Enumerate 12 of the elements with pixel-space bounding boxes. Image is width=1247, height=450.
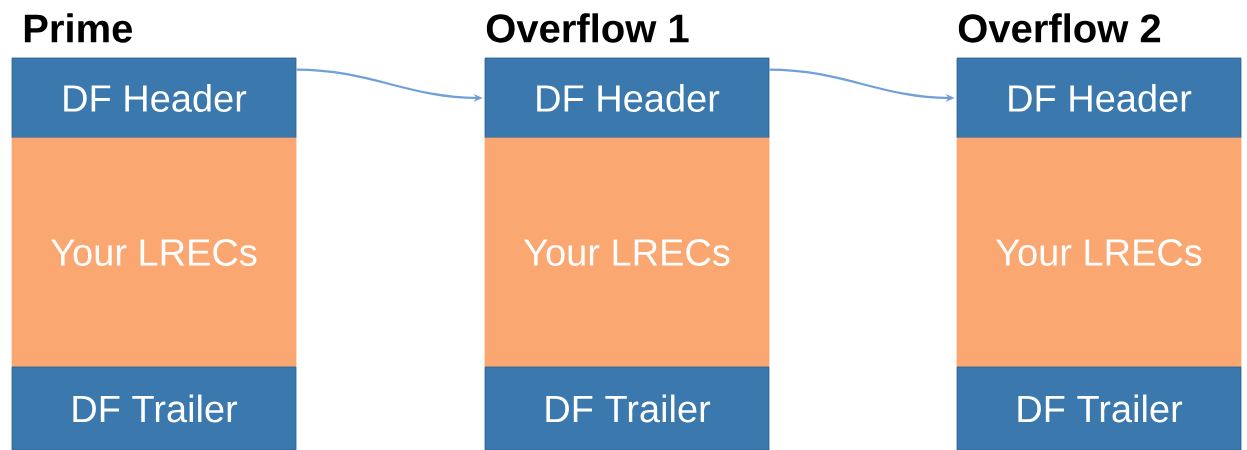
column-title: Prime	[24, 13, 132, 43]
records-box: Your LRECs	[11, 137, 297, 368]
trailer-box: DF Trailer	[956, 366, 1242, 450]
records-box: Your LRECs	[484, 137, 770, 368]
column-title: Overflow 2	[958, 13, 1161, 43]
trailer-box: DF Trailer	[11, 366, 297, 450]
header-box: DF Header	[484, 57, 770, 139]
column-title: Overflow 1	[486, 13, 689, 43]
records-box: Your LRECs	[956, 137, 1242, 368]
header-box: DF Header	[11, 57, 297, 139]
header-box: DF Header	[956, 57, 1242, 139]
trailer-box: DF Trailer	[484, 366, 770, 450]
